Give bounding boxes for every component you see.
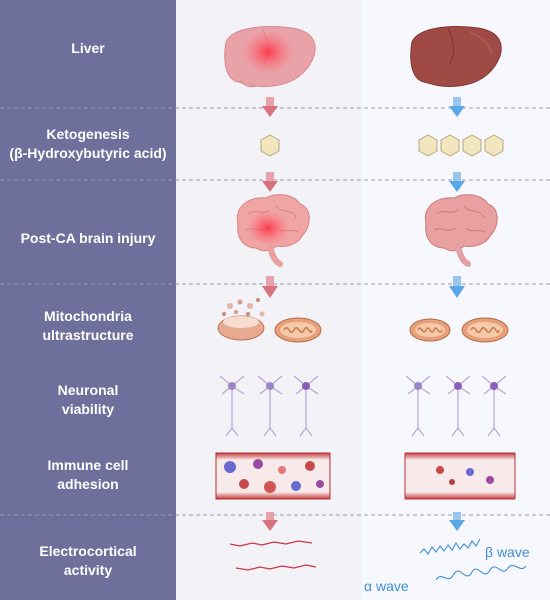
arrow-left-4 (262, 512, 278, 531)
alpha-wave-label: α wave (364, 578, 409, 594)
row-label-neuronal-viability: Neuronal viability (57, 382, 119, 417)
liver-healthy-icon (410, 26, 502, 87)
vessel-left-icon (215, 452, 331, 500)
ketone-hexagon-3 (462, 134, 482, 157)
eeg-trace-left-2 (235, 564, 317, 571)
ketone-hexagon-2 (440, 134, 460, 157)
eeg-trace-alpha (435, 564, 527, 581)
arrow-right-1 (449, 97, 465, 117)
neuron-icon (219, 375, 245, 437)
vessel-right-icon (404, 452, 516, 500)
neurons-left (219, 375, 319, 437)
arrow-left-2 (262, 172, 278, 192)
brain-healthy-icon (424, 194, 498, 267)
arrow-right-2 (449, 172, 465, 192)
eeg-left (229, 540, 317, 571)
eeg-trace-left-1 (229, 540, 313, 547)
ketone-hexagon-1 (418, 134, 438, 157)
row-label-brain-injury: Post-CA brain injury (20, 230, 156, 246)
beta-wave-label: β wave (485, 544, 530, 560)
neuron-icon (481, 375, 507, 437)
arrow-right-3 (449, 276, 465, 298)
neuron-icon (405, 375, 431, 437)
arrow-left-1 (262, 97, 278, 117)
ketone-hexagon-4 (484, 134, 504, 157)
row-label-immune-adhesion: Immune cell adhesion (47, 457, 129, 492)
row-label-liver: Liver (71, 40, 105, 56)
row-label-mitochondria: Mitochondria ultrastructure (42, 308, 134, 343)
ketone-hexagons-right (418, 134, 504, 157)
neuron-icon (293, 375, 319, 437)
neuron-icon (257, 375, 283, 437)
ketone-hexagon-left (260, 134, 280, 157)
neurons-right (405, 375, 507, 437)
row-label-ketogenesis: Ketogenesis (β-Hydroxybutyric acid) (9, 126, 167, 161)
neuron-icon (445, 375, 471, 437)
mitochondria-normal-left-icon (274, 317, 322, 343)
liver-injured-icon (224, 26, 316, 88)
mitochondria-normal-right-2-icon (461, 317, 509, 343)
eeg-right (419, 538, 527, 581)
mitochondria-damaged-icon (217, 298, 265, 341)
mitochondria-normal-right-1-icon (409, 318, 451, 342)
arrow-left-3 (262, 276, 278, 298)
arrow-right-4 (449, 512, 465, 531)
brain-injured-icon (236, 194, 310, 267)
sidebar: Liver Ketogenesis (β-Hydroxybutyric acid… (0, 0, 176, 600)
eeg-trace-beta (419, 538, 481, 555)
row-label-electrocortical: Electrocortical activity (39, 543, 137, 578)
